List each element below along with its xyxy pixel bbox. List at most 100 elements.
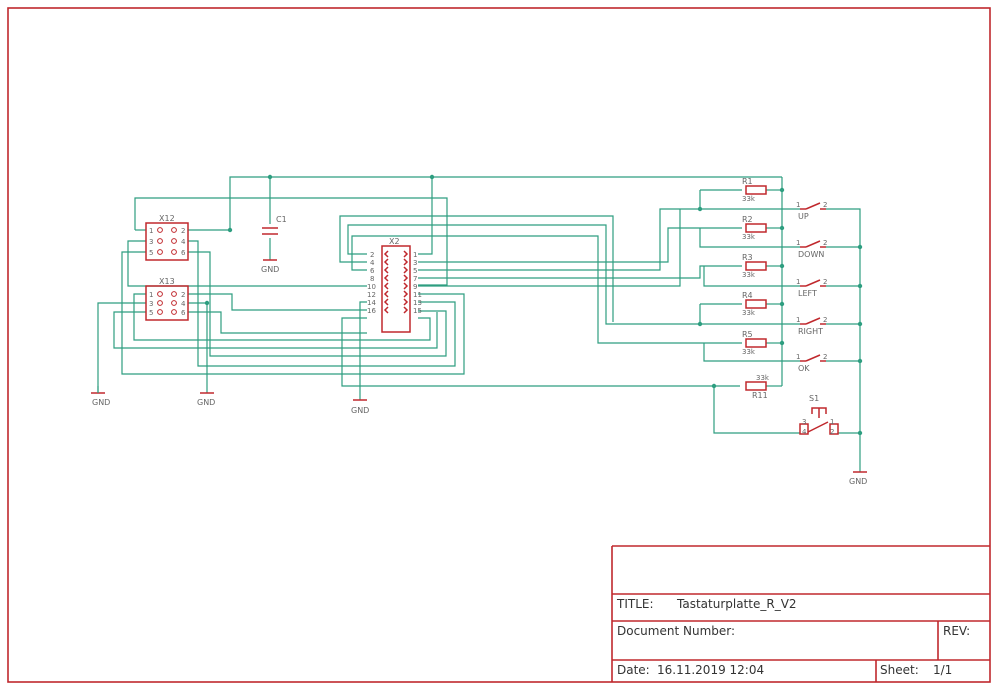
gnd-label-3: GND <box>261 265 279 274</box>
x13-pin-2: 2 <box>181 291 185 299</box>
switch-up-pin1: 1 <box>796 201 800 209</box>
x2-pin-mark-right <box>403 266 409 274</box>
r11-label: R11 <box>752 391 768 400</box>
r4-label: R4 <box>742 291 753 300</box>
x2-pin-mark-right <box>403 306 409 314</box>
s1-pin-3: 3 <box>802 418 806 426</box>
x2-pin-15: 15 <box>413 307 422 315</box>
switch-down-pin2: 2 <box>823 239 827 247</box>
switch-up-label: UP <box>798 212 809 221</box>
switch-left: 1 2 LEFT <box>796 278 827 298</box>
connector-x13: X13 1 3 5 2 4 6 <box>145 277 189 321</box>
r3-value: 33k <box>742 271 756 279</box>
gnd-label-2: GND <box>197 398 215 407</box>
x12-pin-3: 3 <box>149 238 153 246</box>
title-label: TITLE: <box>616 597 654 611</box>
switch-left-pin2: 2 <box>823 278 827 286</box>
x2-pin-2: 2 <box>370 251 374 259</box>
switch-lever <box>805 279 821 287</box>
s1-label: S1 <box>809 394 819 403</box>
switch-left-label: LEFT <box>798 289 817 298</box>
x2-pin-mark-right <box>403 258 409 266</box>
r11-value: 33k <box>756 374 770 382</box>
x2-pin-mark-right <box>403 290 409 298</box>
resistor-r4: R4 33k <box>742 291 767 317</box>
r2-label: R2 <box>742 215 753 224</box>
x2-pin-mark-left <box>383 298 389 306</box>
x12-pin-1: 1 <box>149 227 153 235</box>
s1-pin-1: 1 <box>830 418 834 426</box>
switch-right-pin1: 1 <box>796 316 800 324</box>
sheet-label: Sheet: <box>880 663 919 677</box>
x2-pin-7: 7 <box>413 275 417 283</box>
switch-down-label: DOWN <box>798 250 824 259</box>
x2-pin-mark-left <box>383 290 389 298</box>
x2-pin-13: 13 <box>413 299 422 307</box>
x2-pin-9: 9 <box>413 283 417 291</box>
date-label: Date: <box>617 663 650 677</box>
c1-label: C1 <box>276 215 287 224</box>
switch-up: 1 2 UP <box>796 201 827 221</box>
date-value: 16.11.2019 12:04 <box>657 663 764 677</box>
x13-pin-4: 4 <box>181 300 186 308</box>
switch-ok-pin2: 2 <box>823 353 827 361</box>
switch-lever <box>805 354 821 362</box>
x12-pin-6: 6 <box>181 249 186 257</box>
switch-s1: S1 3 4 1 2 <box>799 394 839 436</box>
r5-label: R5 <box>742 330 753 339</box>
resistor-r3: R3 33k <box>742 253 767 279</box>
switch-lever <box>805 317 821 325</box>
switch-up-pin2: 2 <box>823 201 827 209</box>
gnd-label-1: GND <box>92 398 110 407</box>
switch-ok-pin1: 1 <box>796 353 800 361</box>
gnd-label-4: GND <box>351 406 369 415</box>
x13-pin-6: 6 <box>181 309 186 317</box>
x2-pin-14: 14 <box>367 299 376 307</box>
x2-pin-mark-right <box>403 274 409 282</box>
r3-label: R3 <box>742 253 753 262</box>
document-number-label: Document Number: <box>617 624 735 638</box>
x2-pin-6: 6 <box>370 267 375 275</box>
x13-pin-1: 1 <box>149 291 153 299</box>
switch-lever <box>805 240 821 248</box>
switch-right: 1 2 RIGHT <box>796 316 827 336</box>
x2-pin-11: 11 <box>413 291 422 299</box>
resistor-r11: 33k R11 <box>745 374 770 400</box>
x2-pin-mark-right <box>403 298 409 306</box>
gnd-label-5: GND <box>849 477 867 486</box>
capacitor-c1: C1 <box>262 215 287 235</box>
switch-right-label: RIGHT <box>798 327 823 336</box>
x12-pin-2: 2 <box>181 227 185 235</box>
s1-pin-2: 2 <box>830 428 834 436</box>
x2-label: X2 <box>389 237 400 246</box>
x2-pin-10: 10 <box>367 283 376 291</box>
switch-left-pin1: 1 <box>796 278 800 286</box>
x2-pin-mark-left <box>383 282 389 290</box>
x12-label: X12 <box>159 214 175 223</box>
x2-pin-8: 8 <box>370 275 374 283</box>
x2-pin-16: 16 <box>367 307 376 315</box>
x2-pin-3: 3 <box>413 259 417 267</box>
connector-x2: X2 2 4 6 8 10 12 14 16 1 3 5 7 9 11 13 1… <box>367 237 422 333</box>
switch-down: 1 2 DOWN <box>796 239 827 259</box>
switches: 1 2 UP 1 2 DOWN 1 2 LEFT 1 2 RIGHT 1 2 O… <box>796 201 827 373</box>
title-block: TITLE: Tastaturplatte_R_V2 Document Numb… <box>611 545 990 682</box>
x2-pin-mark-right <box>403 282 409 290</box>
switch-ok-label: OK <box>798 364 810 373</box>
connector-x12: X12 1 3 5 2 4 6 <box>145 214 189 261</box>
gnd-symbols: GND GND GND GND GND <box>91 259 867 486</box>
sheet-frame <box>7 7 991 683</box>
switch-down-pin1: 1 <box>796 239 800 247</box>
x2-pin-mark-left <box>383 274 389 282</box>
x2-pin-mark-right <box>403 250 409 258</box>
switch-right-pin2: 2 <box>823 316 827 324</box>
switch-lever <box>805 202 821 210</box>
resistor-r2: R2 33k <box>742 215 767 241</box>
s1-pin-4: 4 <box>802 428 807 436</box>
title-value: Tastaturplatte_R_V2 <box>676 597 797 611</box>
x2-pin-mark-left <box>383 258 389 266</box>
r1-value: 33k <box>742 195 756 203</box>
wires <box>97 176 861 472</box>
r5-value: 33k <box>742 348 756 356</box>
r2-value: 33k <box>742 233 756 241</box>
